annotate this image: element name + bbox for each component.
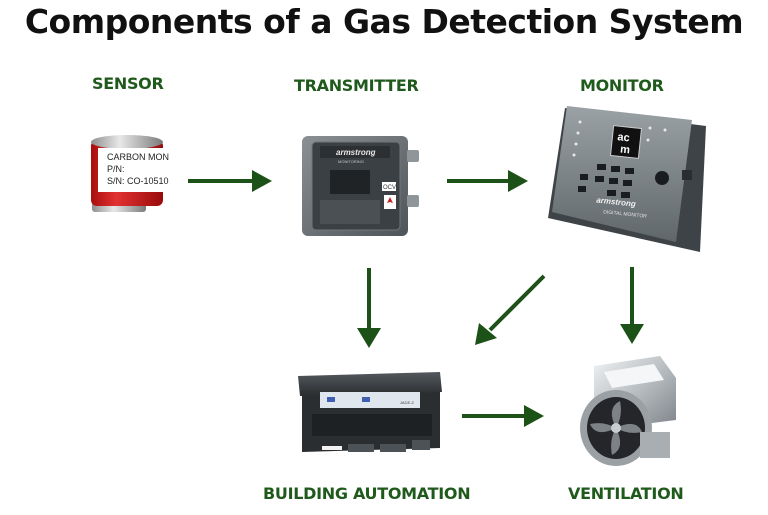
jace-front-strip	[312, 414, 432, 436]
monitor-label: MONITOR	[580, 76, 664, 95]
transmitter-brand-plate	[320, 146, 390, 158]
jace-blue-mark-2	[362, 397, 370, 402]
transmitter-conduit-bottom	[407, 195, 419, 207]
maple-leaf-icon	[387, 197, 393, 203]
monitor-display	[609, 125, 643, 159]
fan-top-surface	[604, 364, 664, 388]
transmitter-tag-text: OCV	[383, 185, 396, 191]
transmitter-conduit-top	[407, 150, 419, 162]
arrow-monitor-to-ventilation	[620, 267, 644, 344]
sensor-sticker-line1: CARBON MON	[107, 152, 169, 162]
building-automation-label: BUILDING AUTOMATION	[263, 484, 471, 503]
fan-blades-icon	[590, 401, 642, 455]
jace-model: JACE-2	[400, 400, 415, 405]
monitor-keypad	[578, 164, 634, 198]
monitor-logo-top: ac	[617, 131, 630, 144]
sensor-label-sticker	[98, 148, 166, 192]
transmitter-sub: MONITORING	[338, 159, 364, 164]
transmitter-info-panel	[320, 200, 380, 224]
sensor-image: CARBON MON P/N: S/N: CO-10510	[91, 135, 169, 212]
transmitter-window	[330, 170, 370, 194]
jace-top-panel	[298, 372, 442, 396]
arrow-transmitter-to-building-automation	[357, 268, 381, 348]
monitor-side-port	[682, 170, 692, 180]
transmitter-image: armstrong MONITORING OCV	[302, 136, 419, 236]
building-automation-image: JACE-2	[298, 372, 442, 452]
monitor-face	[552, 106, 692, 242]
monitor-model: DIGITAL MONITOR	[603, 209, 648, 220]
sensor-sticker-line3: S/N: CO-10510	[107, 176, 169, 186]
monitor-brand: armstrong	[596, 196, 636, 209]
transmitter-label: TRANSMITTER	[294, 76, 419, 95]
page-title: Components of a Gas Detection System	[24, 2, 744, 41]
monitor-logo-bottom: m	[620, 143, 631, 156]
monitor-status-leds	[572, 120, 667, 157]
monitor-image: ac m armstrong DIGITAL MONITOR	[548, 106, 706, 252]
ventilation-label: VENTILATION	[568, 484, 684, 503]
jace-label-tab	[322, 446, 342, 450]
sensor-top-cap	[91, 135, 163, 149]
arrow-sensor-to-transmitter	[188, 170, 272, 192]
arrow-transmitter-to-monitor	[447, 170, 528, 192]
sensor-sticker-line2: P/N:	[107, 164, 125, 174]
jace-connector-1	[348, 444, 374, 452]
arrow-building-automation-to-ventilation	[462, 405, 544, 427]
sensor-label: SENSOR	[92, 74, 164, 93]
jace-connector-2	[380, 444, 406, 452]
ventilation-image	[580, 356, 676, 466]
arrows	[188, 170, 644, 427]
jace-blue-mark	[327, 397, 335, 402]
transmitter-brand: armstrong	[336, 148, 376, 157]
monitor-knob	[655, 171, 669, 185]
transmitter-tag	[382, 182, 396, 191]
jace-connector-3	[412, 440, 430, 450]
fan-side-plate	[640, 432, 670, 458]
arrow-monitor-to-building-automation	[475, 274, 546, 345]
